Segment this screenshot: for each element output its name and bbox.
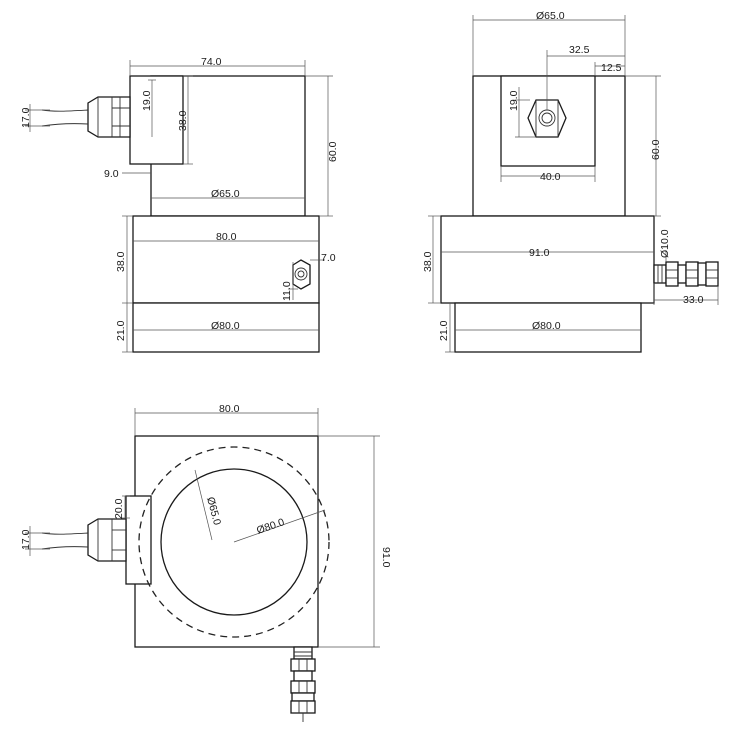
side-tube-length-label: 33.0 — [683, 294, 704, 306]
side-block-width-label: 40.0 — [540, 171, 561, 183]
side-tube-fitting — [653, 261, 719, 287]
front-port-height-label: 11.0 — [281, 281, 293, 301]
front-housing-height-label: 38.0 — [177, 110, 189, 131]
side-base — [454, 302, 642, 353]
side-center-offset-label: 32.5 — [569, 44, 590, 56]
side-base-height-label: 21.0 — [438, 320, 450, 341]
front-base-dia-label: Ø80.0 — [211, 320, 240, 332]
front-cable — [41, 109, 89, 127]
side-body-height-label: 38.0 — [422, 251, 434, 272]
front-port-size-label: 7.0 — [321, 252, 336, 264]
top-gland-width-label: 20.0 — [113, 498, 125, 519]
top-cable — [41, 532, 89, 550]
top-cable-gland — [87, 518, 127, 562]
top-tube-fitting — [290, 646, 316, 722]
front-body-height-label: 38.0 — [115, 251, 127, 272]
top-outer-circle — [138, 446, 330, 638]
top-width-label: 80.0 — [219, 403, 240, 415]
side-view: Ø65.0 32.5 12.5 19.0 60.0 40.0 38.0 91.0… — [422, 10, 719, 353]
front-body — [132, 215, 320, 304]
front-base — [132, 302, 320, 353]
front-cable-gland — [87, 96, 131, 138]
front-cable-dia-label: 17.0 — [20, 107, 32, 128]
front-body-width-label: 80.0 — [216, 231, 237, 243]
side-dimensions — [428, 15, 719, 353]
front-total-height-label: 60.0 — [327, 141, 339, 162]
side-body-width-label: 91.0 — [529, 247, 550, 259]
side-total-height-label: 60.0 — [650, 139, 662, 160]
top-cable-dia-label: 17.0 — [20, 529, 32, 550]
front-gland-height-label: 19.0 — [141, 90, 153, 111]
front-offset-label: 9.0 — [104, 168, 119, 180]
front-top-width-label: 74.0 — [201, 56, 222, 68]
front-port-fitting — [292, 259, 311, 290]
side-body — [440, 215, 655, 304]
top-dimensions — [25, 408, 380, 648]
front-base-height-label: 21.0 — [115, 320, 127, 341]
front-dimensions — [25, 60, 333, 353]
side-tube-dia-label: Ø10.0 — [659, 229, 671, 258]
front-view: 74.0 17.0 19.0 38.0 60.0 9.0 Ø65.0 80.0 … — [20, 56, 339, 353]
front-neck-dia-label: Ø65.0 — [211, 188, 240, 200]
side-fitting-height-label: 19.0 — [508, 90, 520, 111]
top-view: 80.0 91.0 20.0 17.0 Ø65.0 Ø80.0 — [20, 403, 392, 722]
front-sensor-housing — [129, 75, 184, 165]
side-hex-fitting — [527, 99, 567, 138]
top-depth-label: 91.0 — [380, 547, 392, 568]
side-base-dia-label: Ø80.0 — [532, 320, 561, 332]
side-top-dia-label: Ø65.0 — [536, 10, 565, 22]
side-edge-offset-label: 12.5 — [601, 62, 622, 74]
